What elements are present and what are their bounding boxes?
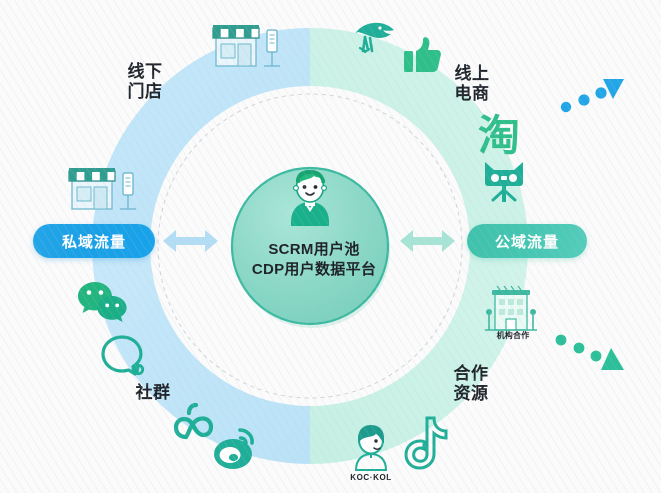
thumbs-up-icon <box>404 37 441 72</box>
pill-private-traffic[interactable]: 私域流量 <box>33 224 155 258</box>
caption-institution: 机构合作 <box>496 331 530 340</box>
qq-chat-icon <box>101 335 145 376</box>
arc-offline-store <box>92 28 310 246</box>
dashed-guide-circle <box>157 93 463 399</box>
label-offline-store: 线下 门店 <box>127 62 163 102</box>
wechat-icon <box>78 282 127 322</box>
caption-koc-kol: KOC·KOL <box>350 473 392 482</box>
left-double-arrow-icon <box>163 230 218 252</box>
label-community: 社群 <box>135 383 171 402</box>
douyin-note-icon <box>404 416 448 470</box>
person-avatar-icon <box>291 170 329 226</box>
tmall-cat-icon <box>485 162 523 202</box>
core-circle <box>230 166 390 326</box>
arc-community <box>92 246 310 464</box>
xiaohongshu-icon <box>173 402 214 440</box>
core-platform-label: SCRM用户池 CDP用户数据平台 <box>251 241 377 278</box>
office-building-icon <box>485 285 537 331</box>
jd-bird-icon <box>354 22 394 54</box>
label-partner-resources: 合作 资源 <box>453 364 489 404</box>
bottom-right-flow-indicator <box>555 334 624 370</box>
label-online-ecom: 线上 电商 <box>454 64 490 104</box>
pill-public-traffic[interactable]: 公域流量 <box>467 224 587 258</box>
arc-online-ecom <box>310 28 528 246</box>
storefront-icon <box>68 168 136 210</box>
weibo-icon <box>214 428 254 469</box>
right-double-arrow-icon <box>400 230 455 252</box>
svg-text:淘: 淘 <box>478 113 520 160</box>
arc-partner-resources <box>310 246 528 464</box>
top-right-flow-indicator <box>560 79 624 113</box>
taobao-icon: 淘 <box>478 113 520 160</box>
person-avatar-icon <box>354 425 388 471</box>
storefront-icon <box>212 25 280 67</box>
